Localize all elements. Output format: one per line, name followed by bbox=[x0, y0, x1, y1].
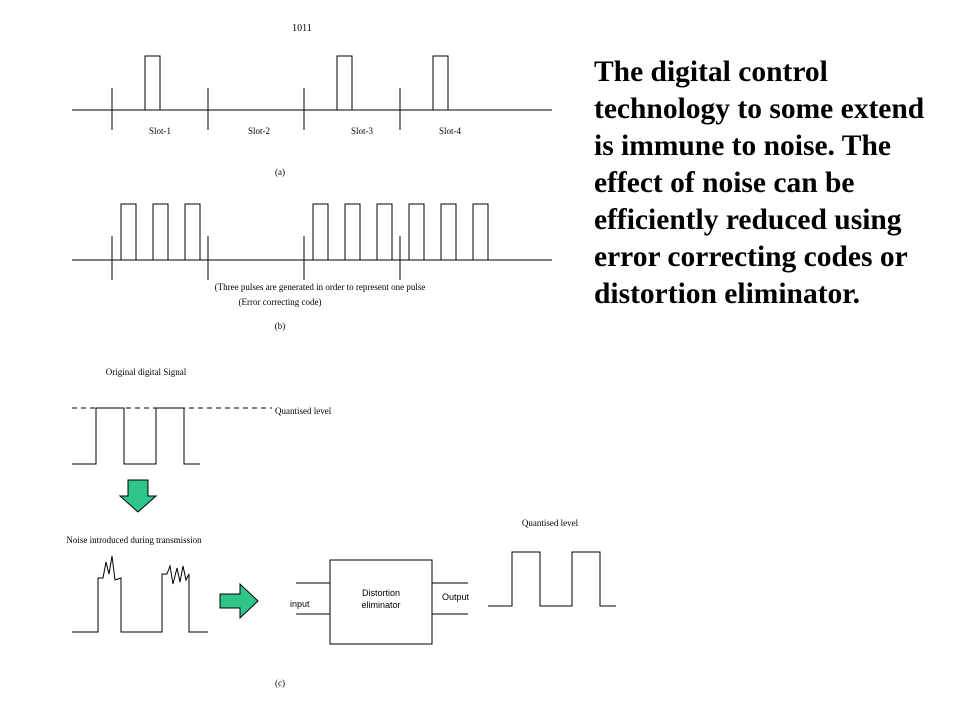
slot-label: Slot-3 bbox=[351, 126, 374, 136]
noise-label: Noise introduced during transmission bbox=[66, 535, 202, 545]
noisy-signal-waveform bbox=[72, 555, 208, 633]
input-label: input bbox=[290, 599, 310, 609]
down-arrow-icon bbox=[118, 479, 158, 513]
distortion-eliminator-label: eliminator bbox=[361, 600, 400, 610]
diagram-c-caption: (c) bbox=[275, 678, 285, 688]
diagram-a-caption: (a) bbox=[275, 167, 285, 177]
error-code-note: (Error correcting code) bbox=[239, 297, 322, 307]
right-arrow-icon bbox=[219, 582, 259, 620]
slot-label: Slot-1 bbox=[149, 126, 171, 136]
slot-label: Slot-4 bbox=[439, 126, 462, 136]
pulse bbox=[472, 203, 489, 261]
quantised-level-label: Quantised level bbox=[275, 406, 332, 416]
pulse bbox=[152, 203, 169, 261]
slot-label: Slot-2 bbox=[248, 126, 270, 136]
pulse bbox=[312, 203, 329, 261]
error-code-note: (Three pulses are generated in order to … bbox=[215, 282, 426, 292]
distortion-eliminator-box bbox=[329, 559, 433, 645]
output-signal-waveform bbox=[488, 551, 616, 607]
pulse bbox=[432, 55, 449, 111]
quantised-level-output-label: Quantised level bbox=[522, 518, 579, 528]
diagram-a bbox=[72, 55, 552, 130]
pulse bbox=[440, 203, 457, 261]
code-label: 1011 bbox=[292, 23, 312, 34]
pulse bbox=[336, 55, 353, 111]
pulse bbox=[184, 203, 201, 261]
diagram-c bbox=[72, 407, 616, 645]
pulse bbox=[408, 203, 425, 261]
original-signal-waveform bbox=[72, 407, 200, 465]
diagram-b-caption: (b) bbox=[275, 321, 286, 331]
diagram-b bbox=[72, 203, 552, 280]
distortion-eliminator-label: Distortion bbox=[362, 588, 400, 598]
pulse bbox=[344, 203, 361, 261]
pulse bbox=[376, 203, 393, 261]
pulse bbox=[144, 55, 161, 111]
output-label: Output bbox=[442, 592, 470, 602]
original-signal-label: Original digital Signal bbox=[106, 367, 187, 377]
pulse bbox=[120, 203, 137, 261]
slide-body-text: The digital control technology to some e… bbox=[594, 56, 925, 310]
